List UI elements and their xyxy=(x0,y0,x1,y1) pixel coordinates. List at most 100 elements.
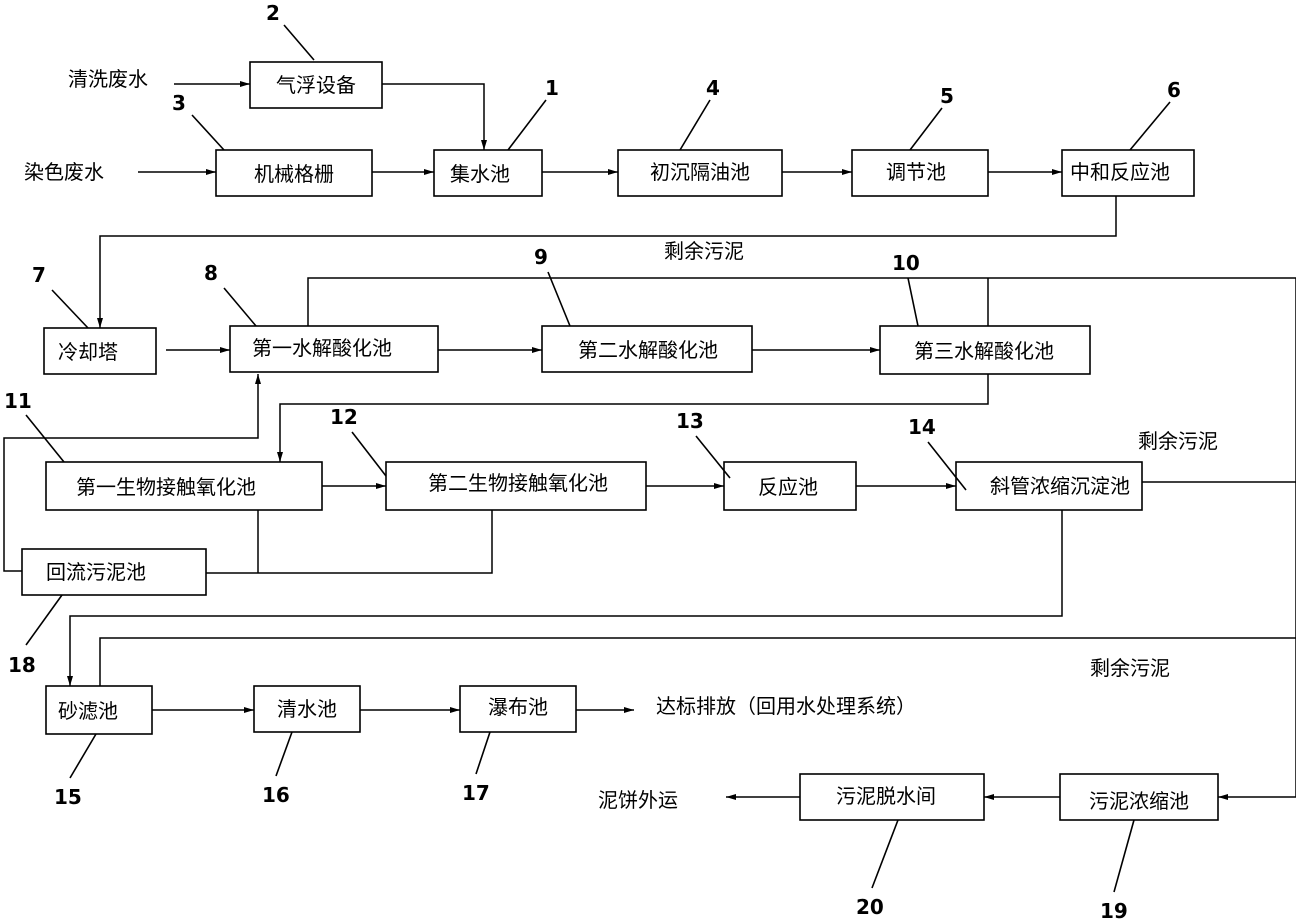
leader-line-11 xyxy=(25,414,65,463)
ref-number-19: 19 xyxy=(1100,899,1128,920)
ref-number-7: 7 xyxy=(32,263,46,287)
reaction-tank-label: 反应池 xyxy=(758,475,818,499)
cooling-tower-box xyxy=(43,327,157,375)
leader-line-4 xyxy=(679,99,711,151)
discharge-label: 达标排放（回用水处理系统） xyxy=(656,694,916,718)
ref-number-10: 10 xyxy=(892,251,920,275)
flow-lines xyxy=(3,81,1296,800)
leader-line-6 xyxy=(1129,101,1171,151)
leader-line-14 xyxy=(927,441,967,491)
mechanical-screen-label: 机械格栅 xyxy=(254,162,334,186)
regulating-tank-box xyxy=(851,149,989,197)
ref-number-4: 4 xyxy=(706,76,720,100)
return-sludge-tank-label: 回流污泥池 xyxy=(46,560,146,584)
process-units: 气浮设备 机械格栅 集水池 初沉隔油池 调节池 中和反应池 冷却塔 第一水解酸化… xyxy=(21,61,1219,821)
leader-line-15 xyxy=(69,733,97,779)
flow-flotation-to-collection xyxy=(382,83,487,150)
flow-oxid2-to-return xyxy=(206,510,493,574)
free-labels: 清洗废水 染色废水 达标排放（回用水处理系统） 泥饼外运 剩余污泥 剩余污泥 剩… xyxy=(24,67,1218,812)
excess-sludge-label-3: 剩余污泥 xyxy=(1090,656,1170,680)
leader-line-8 xyxy=(223,287,257,327)
sludge-thickener-box xyxy=(1059,773,1219,821)
ref-number-2: 2 xyxy=(266,1,280,25)
oil-separation-tank-label: 初沉隔油池 xyxy=(650,160,750,184)
bio-oxidation-tank-2-box xyxy=(385,461,647,511)
flotation-unit-label: 气浮设备 xyxy=(276,73,356,97)
return-sludge-tank-box xyxy=(21,548,207,596)
sludge-line-sandfilter xyxy=(99,637,1296,686)
ref-number-13: 13 xyxy=(676,409,704,433)
neutralization-tank-label: 中和反应池 xyxy=(1070,160,1170,184)
bio-oxidation-tank-2-label: 第二生物接触氧化池 xyxy=(428,471,608,495)
sludge-line-top xyxy=(307,277,1296,326)
sludge-thickener-label: 污泥浓缩池 xyxy=(1089,789,1189,813)
clear-water-tank-box xyxy=(253,685,361,733)
ref-number-1: 1 xyxy=(545,76,559,100)
ref-number-8: 8 xyxy=(204,261,218,285)
oil-separation-tank-box xyxy=(617,149,783,197)
ref-number-9: 9 xyxy=(534,245,548,269)
sludge-dewatering-room-label: 污泥脱水间 xyxy=(836,784,936,808)
flow-return-to-hydro1 xyxy=(3,374,261,572)
mechanical-screen-box xyxy=(215,149,373,197)
regulating-tank-label: 调节池 xyxy=(886,160,946,184)
flow-settler-to-sandfilter xyxy=(67,510,1063,686)
leader-line-16 xyxy=(275,731,293,777)
sand-filter-box xyxy=(45,685,153,735)
ref-number-6: 6 xyxy=(1167,78,1181,102)
sand-filter-label: 砂滤池 xyxy=(58,699,118,723)
clear-water-tank-label: 清水池 xyxy=(277,697,337,721)
leader-line-5 xyxy=(909,107,943,151)
flotation-unit-box xyxy=(249,61,383,109)
ref-number-15: 15 xyxy=(54,785,82,809)
flow-hydro3-to-oxid1 xyxy=(277,374,989,462)
hydrolysis-tank-3-label: 第三水解酸化池 xyxy=(914,339,1054,363)
leader-line-1 xyxy=(507,99,547,151)
ref-number-11: 11 xyxy=(4,389,32,413)
leader-line-18 xyxy=(25,594,63,646)
leader-line-10 xyxy=(907,277,919,327)
reference-numbers: 2 3 1 4 5 6 7 8 9 10 11 12 13 14 18 15 1 xyxy=(4,1,1181,920)
leader-line-12 xyxy=(351,431,387,477)
ref-number-12: 12 xyxy=(330,405,358,429)
dyeing-wastewater-label: 染色废水 xyxy=(24,160,104,184)
hydrolysis-tank-1-box xyxy=(229,325,439,373)
leader-line-17 xyxy=(475,731,491,775)
ref-number-5: 5 xyxy=(940,84,954,108)
leader-line-13 xyxy=(695,435,731,479)
excess-sludge-label-1: 剩余污泥 xyxy=(664,239,744,263)
neutralization-tank-box xyxy=(1061,149,1195,197)
ref-number-20: 20 xyxy=(856,895,884,919)
sludge-cake-label: 泥饼外运 xyxy=(598,788,678,812)
leader-line-20 xyxy=(871,819,899,889)
cooling-tower-label: 冷却塔 xyxy=(58,340,118,364)
leader-line-2 xyxy=(283,24,315,61)
sludge-collector-right xyxy=(1218,278,1296,800)
ref-number-16: 16 xyxy=(262,783,290,807)
leader-line-7 xyxy=(51,289,89,329)
ref-number-3: 3 xyxy=(172,91,186,115)
collection-tank-label: 集水池 xyxy=(450,162,510,186)
waterfall-tank-box xyxy=(459,685,577,733)
bio-oxidation-tank-1-box xyxy=(45,461,323,511)
collection-tank-box xyxy=(433,149,543,197)
hydrolysis-tank-2-label: 第二水解酸化池 xyxy=(578,338,718,362)
bio-oxidation-tank-1-label: 第一生物接触氧化池 xyxy=(76,475,256,499)
leader-line-9 xyxy=(547,271,571,327)
excess-sludge-label-2: 剩余污泥 xyxy=(1138,429,1218,453)
inclined-tube-settler-label: 斜管浓缩沉淀池 xyxy=(990,474,1130,498)
leader-line-19 xyxy=(1113,819,1135,893)
leader-line-3 xyxy=(191,114,225,151)
sludge-dewatering-room-box xyxy=(799,773,985,821)
hydrolysis-tank-2-box xyxy=(541,325,753,373)
washing-wastewater-label: 清洗废水 xyxy=(68,67,148,91)
reaction-tank-box xyxy=(723,461,857,511)
inclined-tube-settler-box xyxy=(955,461,1143,511)
hydrolysis-tank-1-label: 第一水解酸化池 xyxy=(252,336,392,360)
ref-number-17: 17 xyxy=(462,781,490,805)
hydrolysis-tank-3-box xyxy=(879,325,1091,375)
ref-number-18: 18 xyxy=(8,653,36,677)
ref-number-14: 14 xyxy=(908,415,936,439)
waterfall-tank-label: 瀑布池 xyxy=(488,695,548,719)
